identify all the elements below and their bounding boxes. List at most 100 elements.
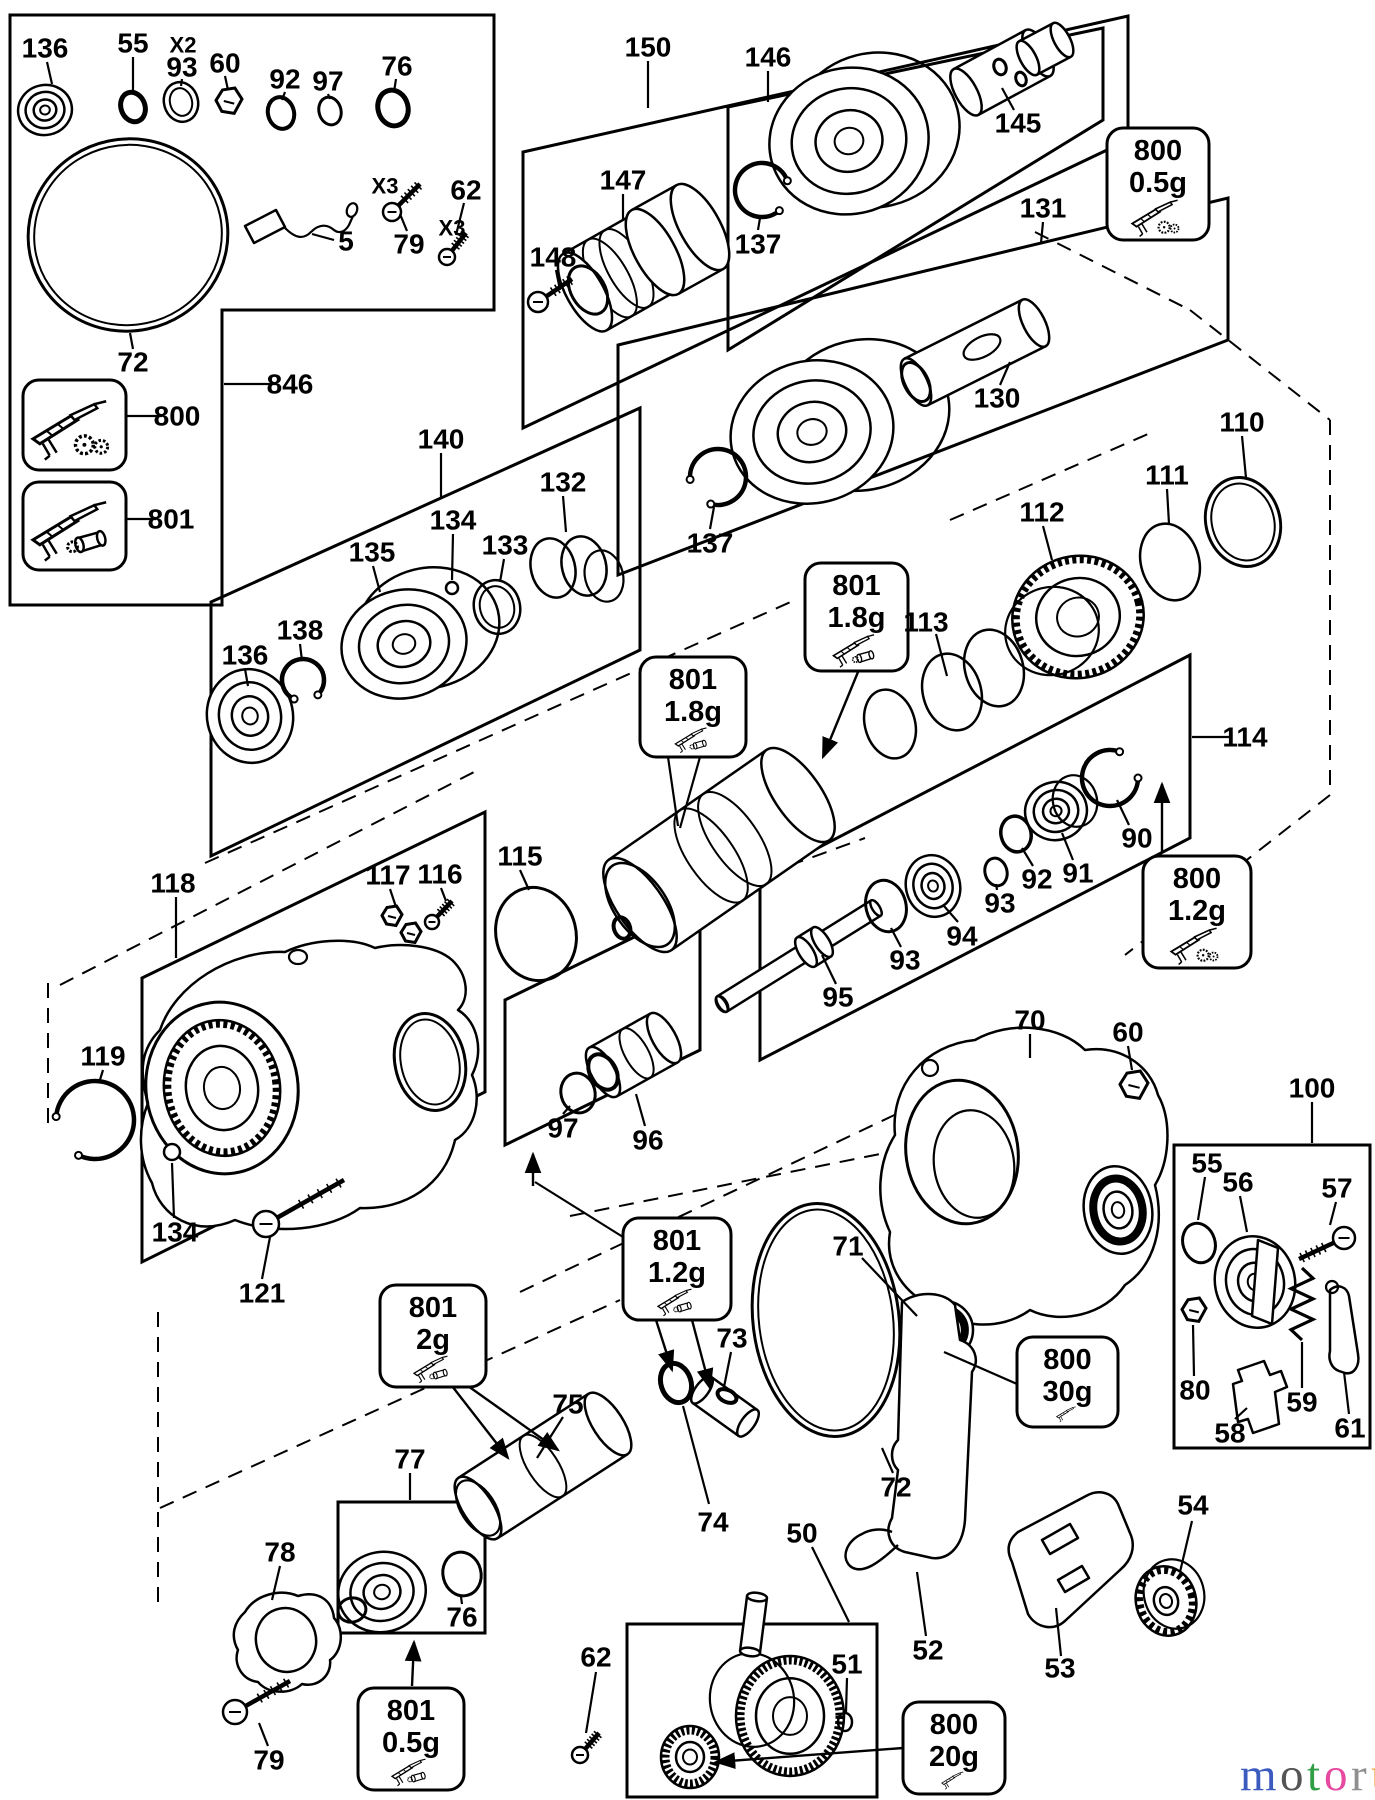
part-label-62: 62 xyxy=(580,1642,611,1673)
gun-handle xyxy=(396,1776,404,1787)
slider-53 xyxy=(1007,1491,1134,1629)
oring-111 xyxy=(1138,522,1202,602)
leader-line xyxy=(1054,1607,1063,1657)
snap-ring-arc xyxy=(732,160,790,220)
part-label-111: 111 xyxy=(1145,460,1189,491)
ellipse xyxy=(317,95,343,127)
part-label-97: 97 xyxy=(312,66,343,97)
blob-shape xyxy=(1250,1238,1280,1326)
cyl-side xyxy=(927,345,1047,407)
part-label-137: 137 xyxy=(687,528,734,559)
tube-75 xyxy=(453,1391,633,1541)
ellipse xyxy=(1089,1174,1147,1246)
pinion-50 xyxy=(659,1724,721,1790)
screw-116 xyxy=(423,898,455,931)
gun-nozzle xyxy=(853,635,871,647)
gun-tip xyxy=(1170,199,1178,203)
screw-thread xyxy=(1304,1250,1311,1260)
blob-shape xyxy=(879,1026,1169,1326)
ellipse xyxy=(674,1740,706,1774)
part-label-114: 114 xyxy=(1222,722,1268,753)
ellipse xyxy=(1203,476,1283,568)
oring-92 xyxy=(265,95,297,131)
gear-hub xyxy=(1173,227,1176,230)
snap-ring-eye xyxy=(782,176,792,186)
part-label-100: 100 xyxy=(1289,1073,1336,1104)
leader-line xyxy=(678,756,702,829)
part-label-137: 137 xyxy=(735,229,782,260)
kit-box-140 xyxy=(209,405,642,859)
grease-801-18g-b-text: 1.8g xyxy=(827,602,885,634)
ellipse xyxy=(904,1078,1020,1226)
screw-thread xyxy=(1315,1245,1322,1255)
gear-hub xyxy=(1201,954,1205,957)
part-label-96: 96 xyxy=(632,1125,663,1156)
oring-93c xyxy=(983,856,1009,888)
cyl-side xyxy=(977,74,1051,116)
ellipse xyxy=(992,57,1008,77)
leader-line xyxy=(1178,1520,1194,1573)
ring-138 xyxy=(279,656,327,704)
part-label-93: 93 xyxy=(166,52,197,83)
cyl-fill xyxy=(904,299,1046,406)
oring-97b xyxy=(559,1071,597,1115)
tube-end xyxy=(442,1368,448,1377)
leader-arrow xyxy=(654,1319,675,1373)
blob-shape xyxy=(284,215,355,238)
housing-118-mouth xyxy=(144,1000,300,1176)
leader-line xyxy=(223,75,230,91)
ellipse xyxy=(900,361,932,403)
leader-line xyxy=(371,565,382,593)
part-label-79: 79 xyxy=(393,229,424,260)
leader-line xyxy=(388,888,398,908)
part-label-115: 115 xyxy=(497,841,542,872)
grease-801-05g-frame xyxy=(356,1686,466,1792)
ellipse xyxy=(202,1065,242,1111)
gun-tip xyxy=(419,1758,426,1762)
blob-shape xyxy=(1231,1359,1289,1435)
ellipse xyxy=(1032,788,1080,834)
screw-62b xyxy=(570,1730,602,1765)
watermark-letter: m xyxy=(1240,1749,1277,1800)
part-label-97: 97 xyxy=(547,1113,578,1144)
ellipse xyxy=(162,80,200,124)
spindle-130-face xyxy=(900,361,932,403)
gun-segments xyxy=(1060,1412,1065,1417)
screw-thread xyxy=(441,903,450,912)
grease-gun-icon xyxy=(656,1288,692,1317)
screw-thread xyxy=(566,276,574,286)
sleeve-hole xyxy=(611,915,633,941)
oring-72 xyxy=(26,137,230,333)
gun-handle xyxy=(662,1306,670,1317)
grease-800-20g-text: 800 xyxy=(930,1709,978,1741)
grease-801-18g-a-text: 801 xyxy=(669,664,717,696)
ellipse xyxy=(603,861,677,949)
oring-97 xyxy=(317,95,343,127)
cyl-end xyxy=(669,182,731,272)
leader-line xyxy=(45,61,54,85)
ellipse xyxy=(1158,1593,1174,1609)
leader-line xyxy=(1191,1324,1196,1377)
housing-70-opening xyxy=(904,1078,1020,1226)
ring-113c xyxy=(962,628,1026,708)
screw-thread xyxy=(263,1689,270,1700)
ellipse xyxy=(814,108,884,174)
part-label-60: 60 xyxy=(1112,1017,1143,1048)
cyl-band xyxy=(518,1433,568,1499)
part-label-130: 130 xyxy=(974,383,1021,414)
ellipse xyxy=(750,1202,902,1438)
screw-thread xyxy=(307,1194,314,1204)
screw-thread xyxy=(1299,1252,1305,1263)
cyl-front xyxy=(793,935,819,969)
grease-gun-icon xyxy=(30,501,107,562)
part-label-113: 113 xyxy=(903,607,948,638)
clip-notch xyxy=(1188,1309,1200,1314)
screw-thread xyxy=(436,908,446,917)
gun-nozzle xyxy=(1154,201,1174,213)
leader-arrow xyxy=(690,1319,714,1391)
cyl-fill xyxy=(458,1393,628,1539)
gun-segments xyxy=(1179,941,1191,951)
part-label-134: 134 xyxy=(430,505,477,536)
grease-gun-icon xyxy=(674,727,707,754)
